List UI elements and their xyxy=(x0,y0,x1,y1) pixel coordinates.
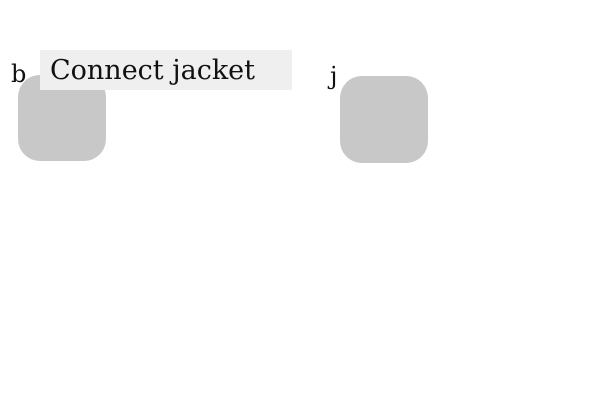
tooltip: Connect jacket xyxy=(40,50,292,90)
item-b[interactable]: b xyxy=(0,0,120,200)
tile-label-b: b xyxy=(11,60,27,88)
tile-label-j: j xyxy=(330,62,338,90)
item-j[interactable]: j xyxy=(322,0,442,200)
tile-j[interactable] xyxy=(340,76,428,163)
